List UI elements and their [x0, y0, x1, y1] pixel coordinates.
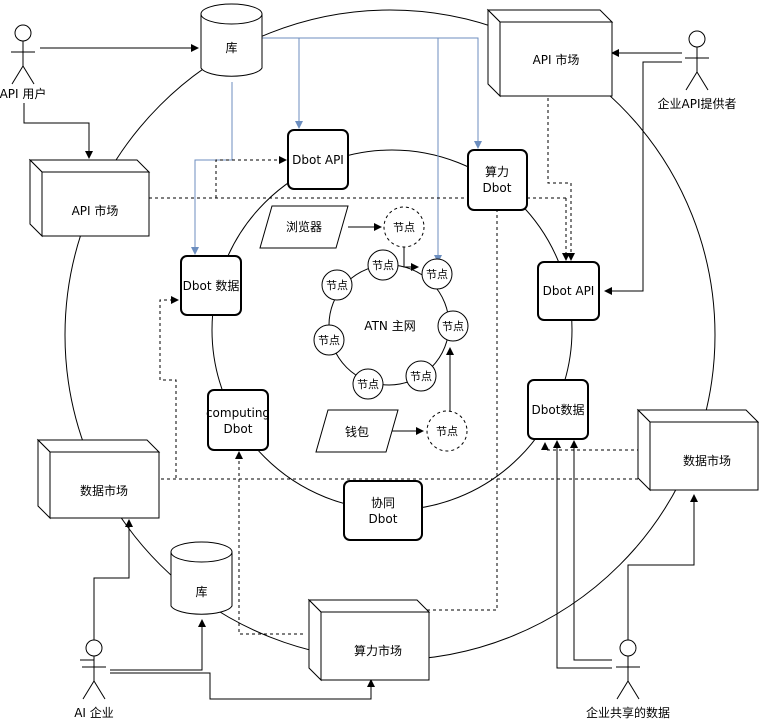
market-label: API 市场: [533, 52, 580, 67]
connector: [547, 92, 575, 261]
actor-ai-enterprise: [82, 639, 106, 700]
browser-label: 浏览器: [286, 219, 322, 234]
actor-label: API 用户: [0, 86, 46, 101]
actor-label: AI 企业: [74, 705, 114, 720]
connector: [421, 194, 501, 611]
connector: [403, 247, 419, 271]
svg-text:节点: 节点: [393, 221, 415, 234]
connector: [80, 519, 133, 661]
connector: [262, 37, 442, 263]
dbot-label: Dbot数据: [532, 402, 585, 417]
svg-text:节点: 节点: [372, 259, 394, 272]
dbot-label: Dbot: [369, 512, 398, 526]
database-label: 库: [195, 584, 207, 599]
data-market-right: 数据市场: [636, 408, 759, 492]
market-label: 算力市场: [354, 643, 402, 658]
dbot-data-right: Dbot数据: [527, 379, 589, 440]
compute-market: 算力市场: [307, 598, 431, 682]
wallet-node: 钱包: [315, 409, 399, 453]
dbot-data-left: Dbot 数据: [180, 255, 242, 316]
api-market-top-right: API 市场: [486, 8, 614, 98]
network-node: 节点: [321, 269, 353, 301]
connector: [159, 296, 179, 478]
network-node: 节点: [367, 249, 399, 281]
svg-text:节点: 节点: [442, 320, 464, 333]
collab-dbot: 协同 Dbot: [343, 480, 423, 541]
network-node: 节点: [426, 410, 468, 452]
actor-api-user: [11, 24, 35, 85]
connector: [604, 61, 682, 295]
database-bottom: 库: [170, 541, 233, 615]
actor-enterprise-shared-data: [616, 639, 640, 700]
svg-text:节点: 节点: [326, 279, 348, 292]
connector: [110, 619, 206, 671]
api-market-left: API 市场: [28, 158, 151, 238]
network-node: 节点: [405, 360, 437, 392]
dbot-label: 算力: [485, 164, 509, 179]
connector: [23, 103, 93, 159]
dbot-label: computing: [206, 406, 270, 420]
actor-label: 企业API提供者: [658, 96, 737, 111]
atn-mainnet-label: ATN 主网: [364, 319, 415, 333]
dbot-label: Dbot 数据: [183, 278, 240, 293]
connector: [215, 156, 287, 198]
svg-text:节点: 节点: [357, 378, 379, 391]
svg-text:节点: 节点: [426, 268, 448, 281]
computing-dbot: computing Dbot: [206, 389, 270, 451]
svg-text:节点: 节点: [410, 370, 432, 383]
connector: [627, 494, 698, 640]
svg-text:节点: 节点: [318, 334, 340, 347]
connector: [262, 37, 303, 129]
dbot-label: Dbot: [483, 181, 512, 195]
network-node: 节点: [352, 368, 384, 400]
dbot-label: Dbot API: [292, 153, 344, 167]
dbot-api-right: Dbot API: [537, 261, 600, 321]
market-label: 数据市场: [80, 483, 128, 498]
wallet-label: 钱包: [345, 424, 369, 439]
connector: [110, 672, 375, 700]
svg-text:节点: 节点: [436, 425, 458, 438]
market-label: 数据市场: [683, 453, 731, 468]
market-label: API 市场: [72, 203, 119, 218]
browser-node: 浏览器: [259, 205, 349, 249]
database-top: 库: [200, 3, 263, 77]
dbot-label: Dbot API: [543, 284, 595, 298]
data-market-left: 数据市场: [36, 438, 161, 520]
actor-enterprise-api-provider: [685, 30, 709, 91]
network-node: 节点: [383, 206, 425, 248]
connector: [191, 82, 233, 255]
compute-dbot-top: 算力 Dbot: [467, 149, 528, 211]
outer-ring: [64, 9, 716, 661]
connector: [570, 440, 612, 661]
network-node: 节点: [421, 258, 453, 290]
actor-label: 企业共享的数据: [586, 705, 670, 720]
dbot-api-top: Dbot API: [287, 129, 349, 190]
network-node: 节点: [437, 310, 469, 342]
dbot-label: 协同: [371, 495, 395, 510]
database-label: 库: [225, 40, 237, 55]
dbot-label: Dbot: [224, 422, 253, 436]
network-node: 节点: [313, 324, 345, 356]
connector: [553, 440, 612, 669]
